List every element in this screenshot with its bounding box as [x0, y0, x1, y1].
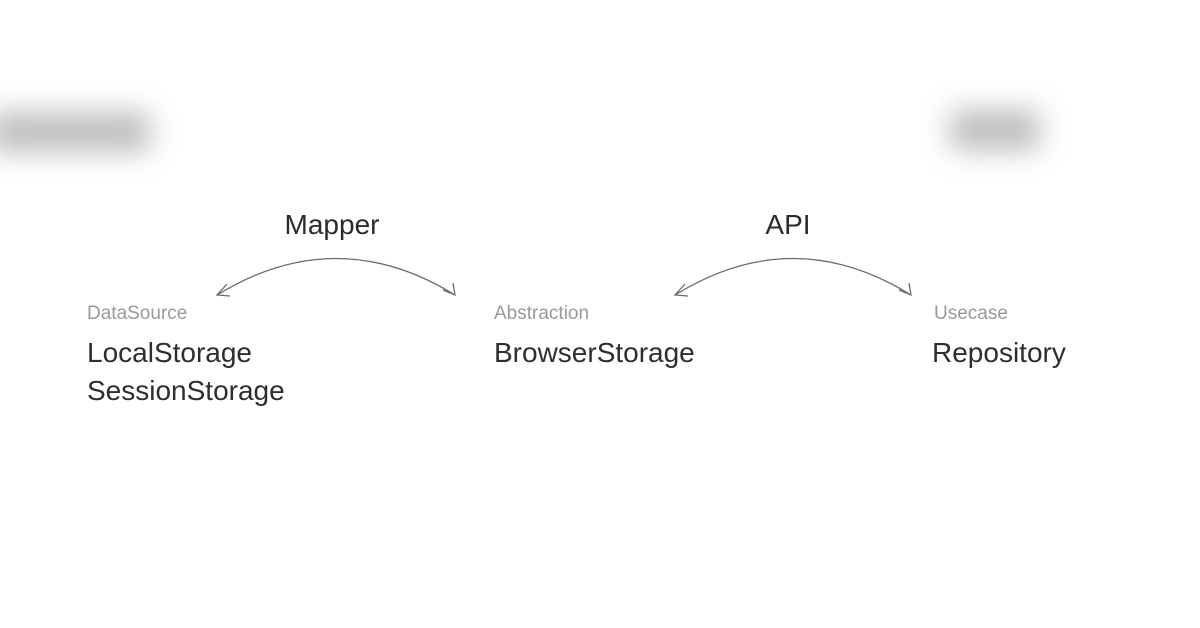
- localstorage-item: LocalStorage: [87, 337, 253, 368]
- datasource-node: DataSource LocalStorage SessionStorage: [87, 302, 285, 410]
- blurred-blob-right: [950, 110, 1040, 150]
- abstraction-node: Abstraction BrowserStorage: [494, 302, 695, 372]
- mapper-arrowhead-right: [442, 282, 456, 297]
- mapper-arc: [216, 257, 456, 296]
- api-label: API: [765, 209, 811, 240]
- api-arrowhead-right: [898, 282, 912, 297]
- usecase-node: Usecase Repository: [932, 302, 1066, 372]
- api-arrowhead-left: [673, 283, 689, 297]
- mapper-arrowhead-left: [215, 283, 231, 297]
- mapper-label: Mapper: [284, 209, 380, 240]
- browserstorage-item: BrowserStorage: [494, 337, 695, 368]
- sessionstorage-item: SessionStorage: [87, 375, 285, 406]
- usecase-caption: Usecase: [934, 303, 1008, 324]
- repository-item: Repository: [932, 337, 1066, 368]
- datasource-caption: DataSource: [87, 303, 188, 324]
- blurred-blob-left: [0, 112, 150, 152]
- api-arc: [674, 257, 912, 296]
- abstraction-caption: Abstraction: [494, 303, 590, 324]
